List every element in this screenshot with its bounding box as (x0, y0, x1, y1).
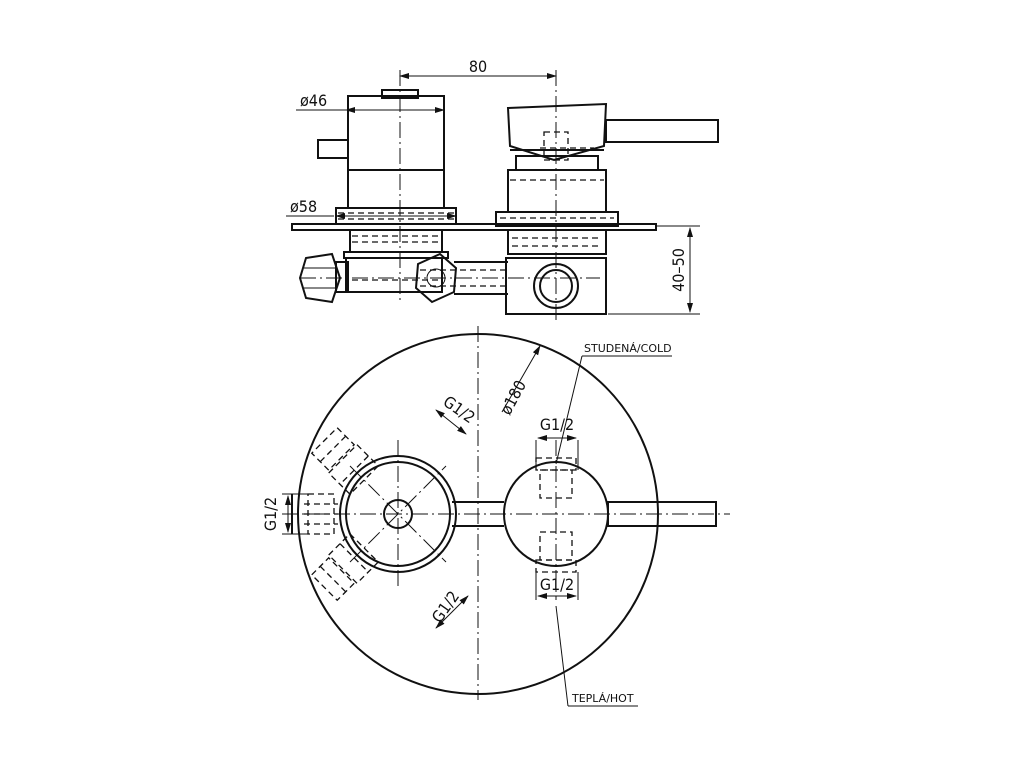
dim-thread-left-lower (435, 595, 469, 629)
dim-180-line (501, 345, 541, 413)
thread-right-upper-label: G1/2 (540, 415, 574, 434)
dim-80-label: 80 (469, 57, 487, 76)
left-upper-fitting (310, 532, 380, 602)
left-lower-fitting (310, 426, 380, 496)
side-view: 80 ø46 ø58 40–50 (286, 57, 719, 320)
thread-right-lower-label: G1/2 (540, 575, 574, 594)
thread-left-upper-label: G1/2 (440, 392, 479, 427)
dim-thread-left-upper (435, 409, 467, 435)
dim-58-label: ø58 (290, 197, 317, 216)
right-unit-side (495, 70, 719, 320)
dim-46-label: ø46 (300, 91, 327, 110)
front-view: G1/2 G1/2 G1/2 G1/2 (261, 326, 730, 707)
callout-hot: TEPLÁ/HOT (571, 692, 634, 705)
dim-depth-label: 40–50 (669, 248, 688, 292)
left-unit-side (298, 70, 600, 304)
thread-left-side-label: G1/2 (261, 497, 280, 531)
callout-cold: STUDENÁ/COLD (584, 342, 672, 355)
wall-plate (291, 223, 657, 231)
dim-180-label: ø180 (496, 377, 530, 418)
